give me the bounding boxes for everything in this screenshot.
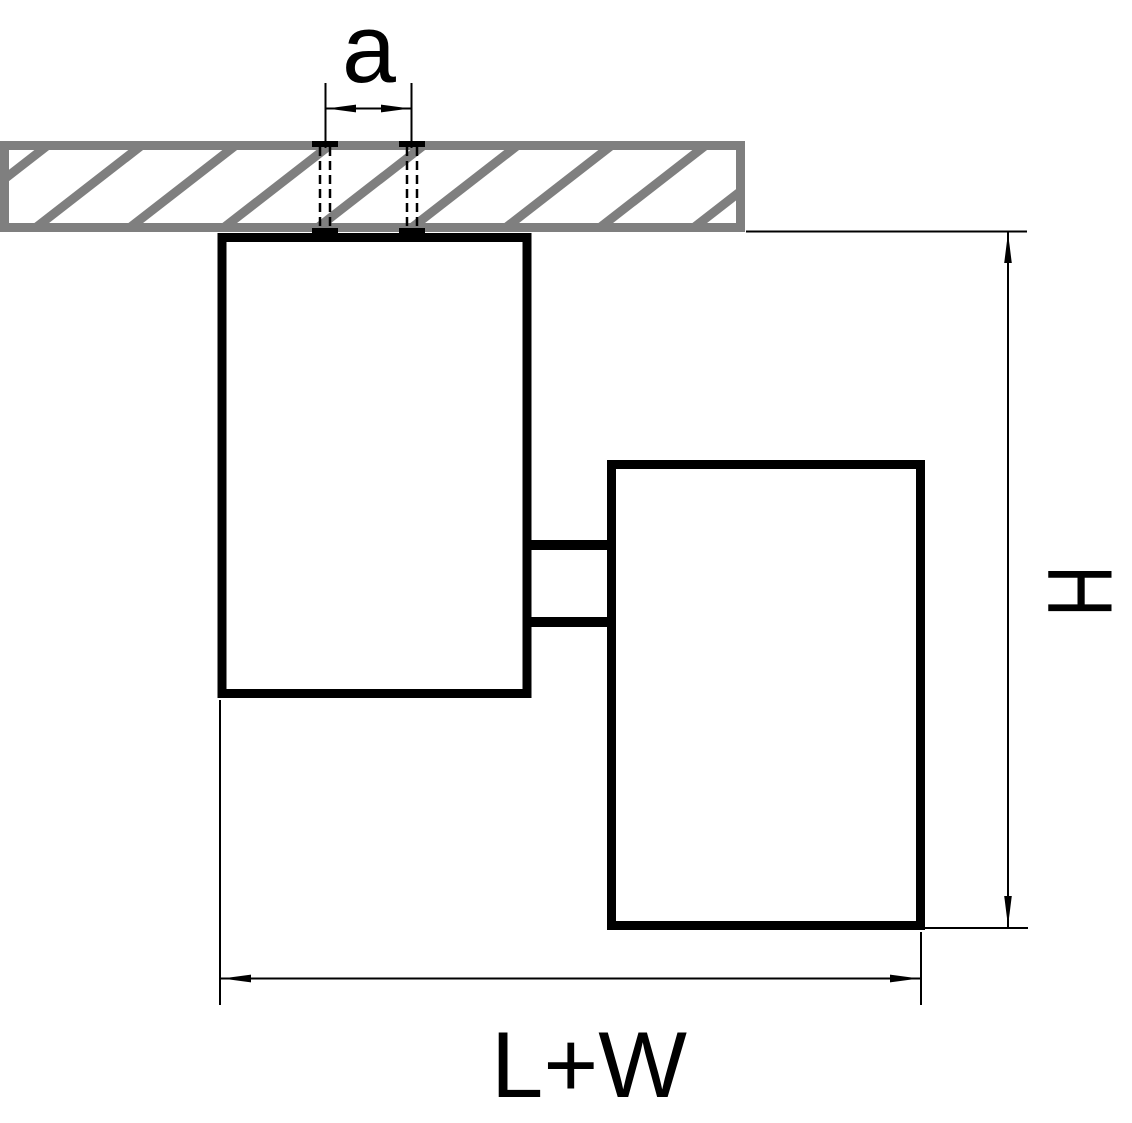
- arrowhead-right: [381, 104, 410, 113]
- ceiling-hatch: [9, 150, 736, 223]
- lamp-head: [607, 460, 925, 930]
- arrowhead-left: [327, 104, 356, 113]
- arrowhead-down: [1004, 896, 1012, 926]
- ceiling-band: [0, 141, 745, 232]
- ceiling-outline: [0, 141, 745, 232]
- joint-bar-bottom: [527, 617, 612, 627]
- arrowhead-left: [222, 974, 251, 983]
- joint-bar-top: [527, 540, 612, 550]
- arrowhead-up: [1004, 233, 1012, 263]
- dimension-lw: [219, 700, 922, 1005]
- fixture-body: [217, 233, 532, 698]
- label-a: a: [342, 0, 396, 103]
- screw-cap-bottom: [312, 228, 338, 236]
- dimension-a: [324, 83, 413, 148]
- swivel-joint: [527, 540, 612, 627]
- arrowhead-right: [890, 974, 919, 983]
- screw-cap-bottom: [399, 228, 425, 236]
- label-lw: L+W: [491, 1012, 687, 1117]
- dimension-h: [746, 230, 1028, 929]
- label-h: H: [1028, 565, 1131, 617]
